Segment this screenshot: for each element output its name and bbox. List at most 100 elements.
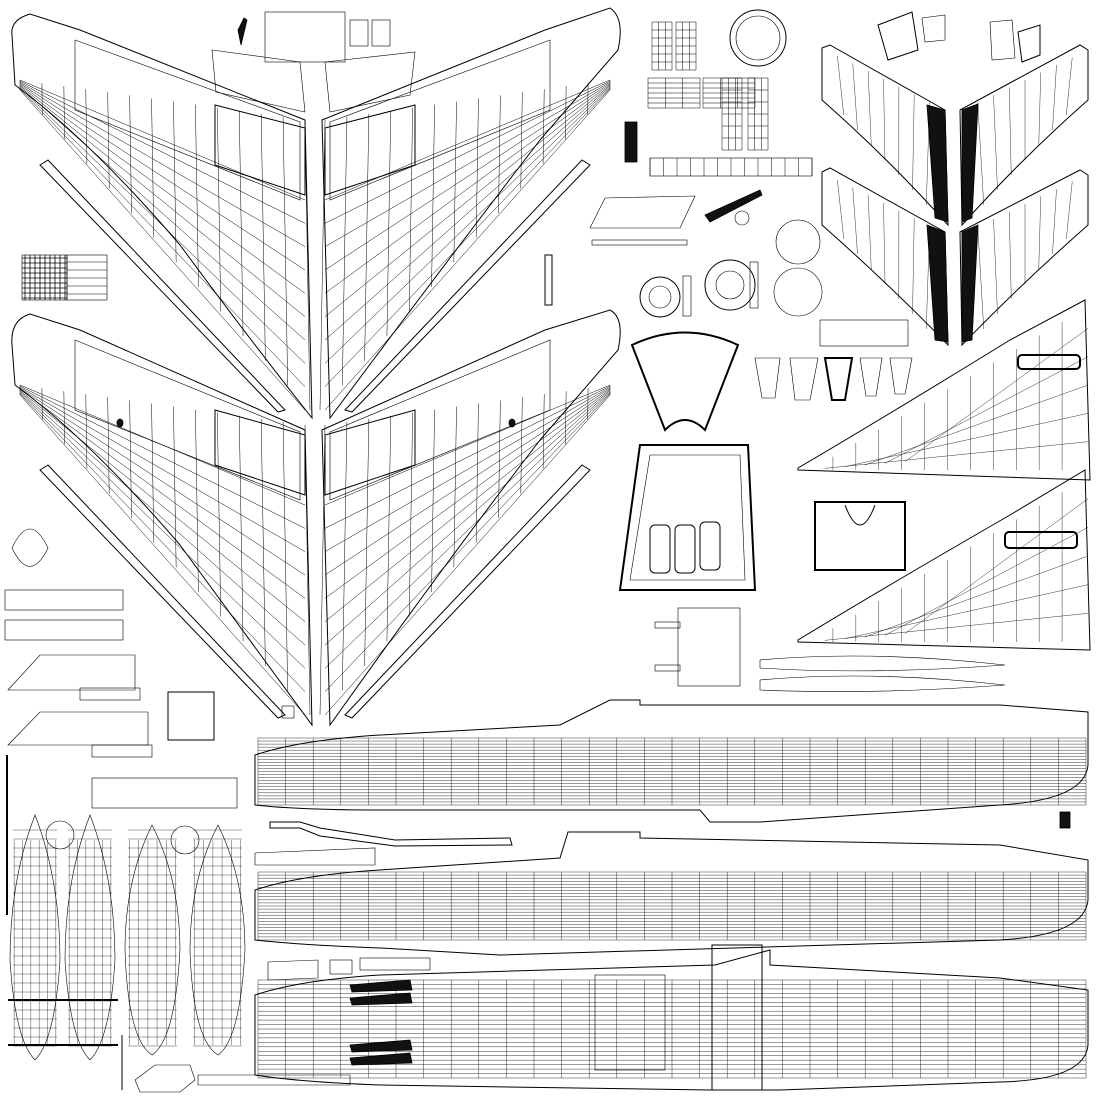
mesh-edge [1066, 57, 1073, 116]
mesh-edge [195, 104, 199, 287]
mesh-edge [19, 87, 306, 364]
mesh-edge [19, 390, 306, 622]
mesh-edge [324, 88, 611, 387]
mesh-edge [993, 218, 998, 315]
mesh-edge [824, 613, 1089, 641]
mesh-edge [565, 391, 567, 445]
mesh-edge [364, 418, 370, 666]
mesh-edge [977, 102, 984, 206]
mesh-edge [304, 424, 311, 716]
mesh-edge [883, 202, 886, 285]
left-small-parts [4, 528, 295, 809]
horizontal-stabilizer-upper [821, 44, 1089, 227]
mesh-edge [453, 406, 457, 568]
mesh-edge [282, 116, 288, 386]
mesh-edge [977, 226, 984, 330]
slat-left-lower [39, 464, 286, 719]
mesh-edge [904, 328, 1089, 462]
mesh-edge [107, 92, 110, 189]
main-wing-lower [11, 309, 621, 727]
mesh-edge [324, 389, 611, 599]
mesh-edge [151, 403, 155, 543]
mesh-edge [324, 80, 611, 224]
horizontal-stabilizer-lower [821, 55, 1089, 347]
mesh-edge [824, 441, 1089, 469]
mesh-edge [238, 415, 244, 642]
mesh-edge [475, 403, 479, 543]
fairing-pieces [754, 357, 913, 401]
mesh-edge [19, 86, 306, 341]
spinner-uv [11, 528, 49, 567]
mesh-edge [63, 391, 65, 445]
mesh-edge [364, 113, 370, 361]
mesh-edge [107, 397, 110, 494]
mesh-edge [386, 110, 392, 337]
mesh-edge [408, 412, 413, 617]
duct-parts [197, 811, 1071, 1086]
mesh-edge [1009, 211, 1012, 300]
mesh-edge [475, 98, 479, 238]
slat-left-upper [39, 159, 286, 413]
mesh-edge [342, 116, 348, 386]
mesh-edge [319, 119, 326, 411]
mesh-edge [324, 86, 611, 341]
mesh-edge [19, 89, 306, 411]
mesh-edge [1009, 87, 1012, 176]
mesh-edge [386, 415, 392, 642]
canopy-frames [618, 331, 757, 687]
nacelle-grid-block [21, 254, 108, 301]
mesh-edge [912, 94, 915, 191]
mesh-edge [151, 98, 155, 238]
mesh-edge [173, 406, 177, 568]
mesh-edge [565, 86, 567, 140]
mesh-edge [324, 384, 611, 506]
mesh-edge [129, 95, 132, 214]
mesh-edge [19, 391, 306, 646]
mesh-edge [912, 218, 915, 315]
mesh-edge [324, 387, 611, 552]
mesh-edge [498, 95, 501, 214]
mesh-edge [238, 110, 244, 337]
mesh-edge [864, 555, 1089, 638]
mesh-edge [324, 393, 611, 692]
mesh-edge [324, 388, 611, 576]
mesh-edge [282, 421, 288, 691]
mesh-edge [498, 400, 501, 519]
mesh-edge [837, 55, 844, 116]
mesh-edge [867, 195, 872, 270]
mesh-edge [324, 394, 611, 716]
fuselage-lower [254, 944, 1089, 1091]
mesh-edge [520, 92, 523, 189]
tail-fairings [759, 501, 1006, 692]
mesh-edge [19, 88, 306, 387]
engine-pod-panels [8, 814, 246, 1093]
mesh-edge [19, 83, 306, 271]
mesh-edge [993, 94, 998, 191]
mesh-edge [324, 79, 611, 201]
mesh-edge [19, 387, 306, 552]
mesh-edge [904, 498, 1089, 634]
mesh-edge [19, 384, 306, 506]
mesh-edge [63, 86, 65, 140]
mesh-edge [19, 80, 306, 224]
mesh-edge [926, 226, 930, 330]
mesh-edge [431, 409, 435, 592]
slat-right-lower [344, 464, 591, 719]
mesh-edge [195, 409, 199, 592]
mesh-edge [173, 101, 177, 263]
mesh-edge [260, 113, 266, 361]
small-tabs-top [877, 11, 1041, 63]
mesh-edge [884, 356, 1089, 464]
mesh-edge [129, 400, 132, 519]
mesh-edge [926, 102, 930, 206]
mesh-edge [324, 392, 611, 669]
mesh-edge [19, 394, 306, 716]
mesh-edge [324, 391, 611, 646]
mesh-edge [217, 412, 222, 617]
mesh-edge [342, 421, 348, 691]
mesh-edge [304, 119, 311, 411]
fuselage-upper [254, 699, 1089, 823]
mesh-edge [19, 85, 306, 317]
